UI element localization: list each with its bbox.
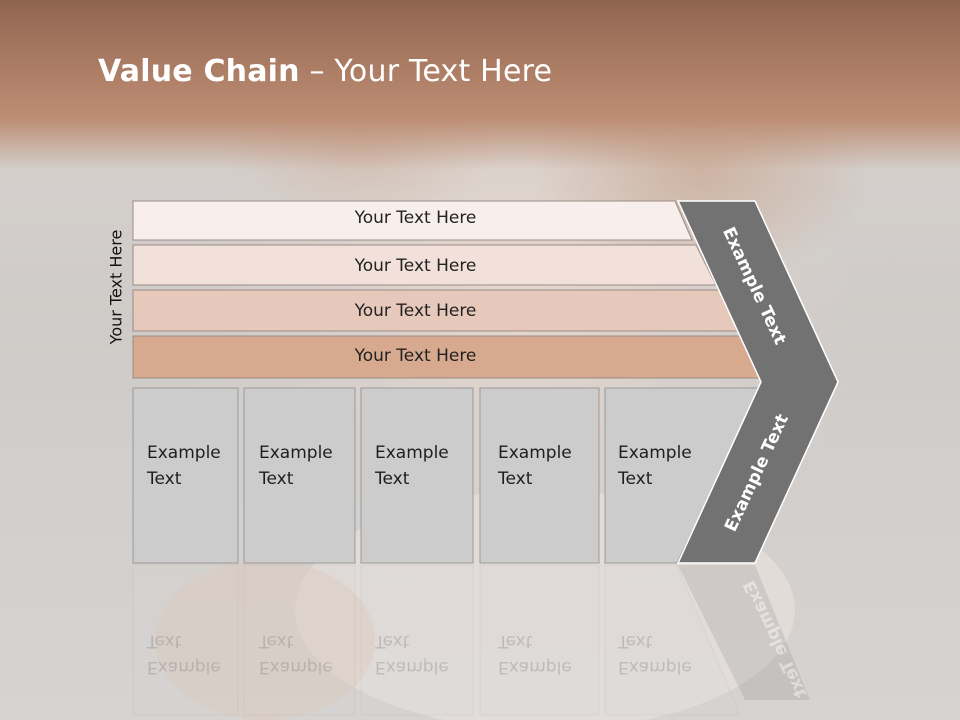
chevron-arrow — [676, 200, 839, 564]
column-label-1-line2: Text — [147, 469, 182, 489]
column-box-2 — [243, 387, 356, 564]
row-bar-1 — [132, 200, 693, 241]
column-label-1-line1: Example — [147, 443, 221, 463]
row-label-3: Your Text Here — [354, 301, 477, 321]
title-rest: – Your Text Here — [299, 54, 553, 89]
column-label-4-line2: Text — [498, 469, 533, 489]
column-label-2-line1: Example — [259, 443, 333, 463]
slide-title: Value Chain – Your Text Here — [98, 54, 552, 89]
diagram-reflection — [132, 564, 810, 716]
column-label-3-line1: Example — [375, 443, 449, 463]
column-label-2-line2: Text — [259, 469, 294, 489]
column-box-1 — [132, 387, 239, 564]
row-label-2: Your Text Here — [354, 256, 477, 276]
header-band — [0, 0, 960, 170]
column-box-4 — [479, 387, 600, 564]
column-box-3 — [360, 387, 474, 564]
column-label-3-line2: Text — [375, 469, 410, 489]
row-label-1: Your Text Here — [354, 208, 477, 228]
column-label-5-line1: Example — [618, 443, 692, 463]
column-label-5-line2: Text — [618, 469, 653, 489]
title-bold: Value Chain — [98, 54, 300, 89]
column-label-4-line1: Example — [498, 443, 572, 463]
column-box-5 — [604, 387, 762, 564]
row-label-4: Your Text Here — [354, 346, 477, 366]
